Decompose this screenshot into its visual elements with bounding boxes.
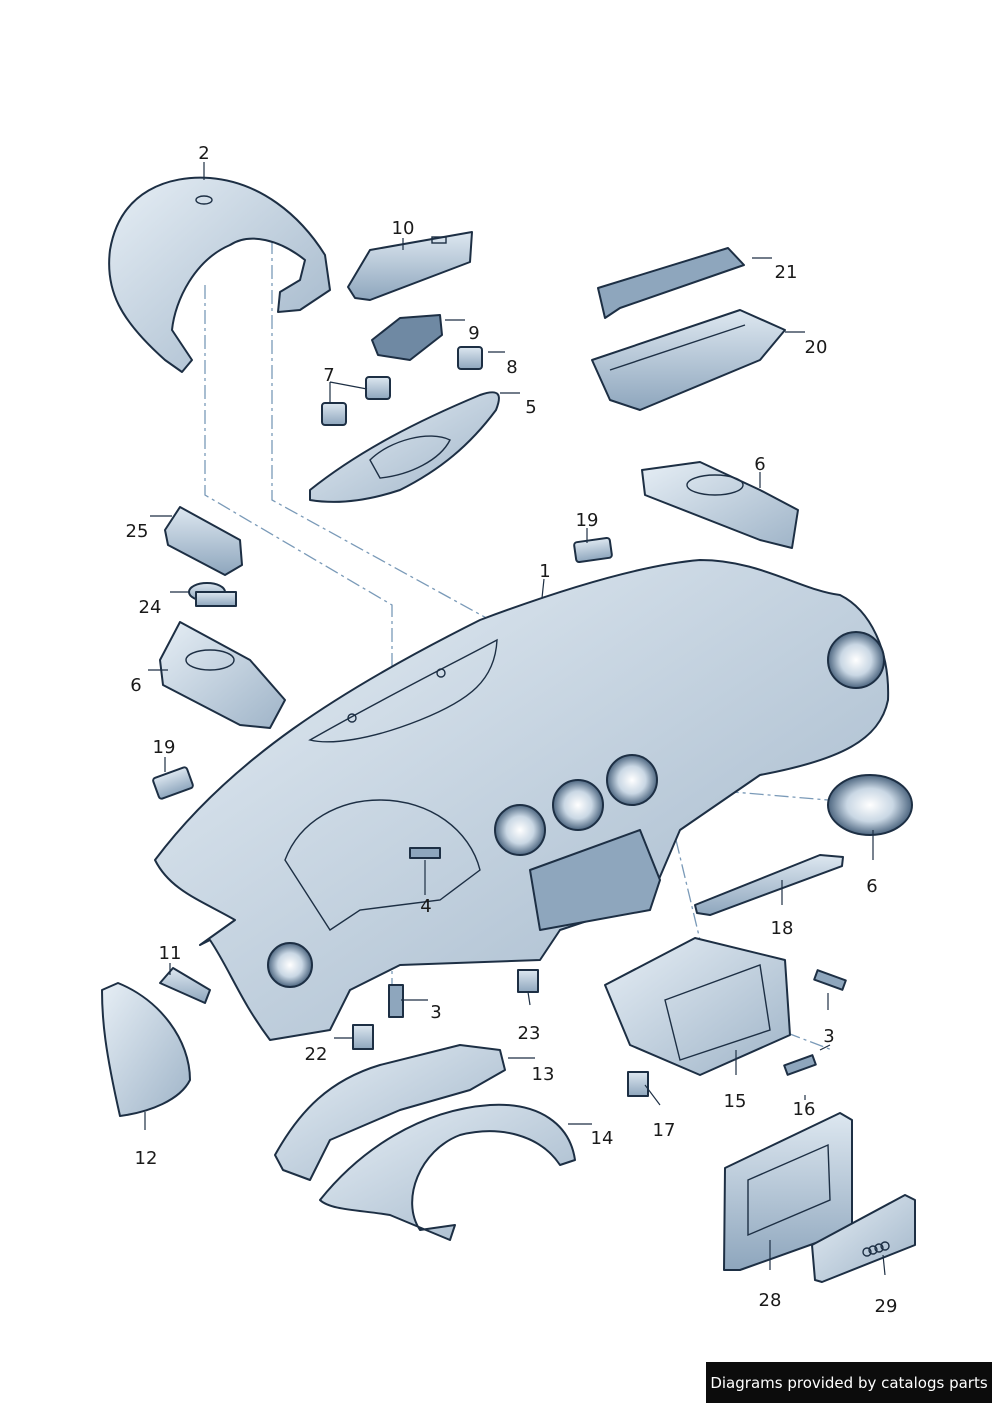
callout-12: 12 [135,1148,158,1169]
part-6-round-vent [827,774,913,836]
credit-text: Diagrams provided by catalogs parts [710,1373,988,1392]
callout-10: 10 [392,218,415,239]
callout-21: 21 [775,262,798,283]
callout-20: 20 [805,337,828,358]
part-small-clips [352,969,649,1097]
callout-8: 8 [506,357,517,378]
callout-9: 9 [468,323,479,344]
callout-6-left-tray: 6 [130,675,141,696]
part-12-side-cover [101,982,191,1117]
callout-28: 28 [759,1290,782,1311]
callout-3-left: 3 [430,1002,441,1023]
callout-15: 15 [724,1091,747,1112]
part-11-switch [159,967,211,1004]
part-15-frame [604,937,791,1076]
callout-19-left: 19 [153,737,176,758]
callout-4: 4 [420,896,431,917]
callout-5: 5 [525,397,536,418]
part-bolts [388,847,847,1076]
part-21-bracket [597,247,745,319]
callout-13: 13 [532,1064,555,1085]
part-24-knob [188,582,237,607]
part-18-rail [694,854,844,916]
part-6-tray-right [641,461,799,549]
part-dashboard [154,559,890,1041]
callout-1: 1 [539,561,550,582]
callout-6-round-vent: 6 [866,876,877,897]
callout-11: 11 [159,943,182,964]
part-cluster-hood [108,176,331,373]
callout-18: 18 [771,918,794,939]
callout-2: 2 [198,143,209,164]
part-9-panel [371,314,443,361]
credit-banner[interactable]: Diagrams provided by catalogs parts [706,1362,992,1403]
callout-17: 17 [653,1120,676,1141]
callout-19-top: 19 [576,510,599,531]
part-29-badge [811,1194,916,1283]
callout-24: 24 [139,597,162,618]
callout-22: 22 [305,1044,328,1065]
part-6-tray-left [159,621,286,729]
part-center-trim [309,391,500,503]
part-14-lower-cover [319,1103,576,1241]
part-switches [321,346,483,426]
callout-6-right-tray: 6 [754,454,765,475]
callout-16: 16 [793,1099,816,1120]
part-19-clips [152,536,613,800]
callout-7: 7 [323,365,334,386]
callout-14: 14 [591,1128,614,1149]
callout-3-right: 3 [823,1026,834,1047]
part-25-cap [164,506,243,576]
leader-lines [144,162,886,1276]
callout-labels: 2 10 9 8 7 5 21 20 6 19 1 25 24 6 19 4 6… [126,143,898,1317]
part-13-lower-bracket [274,1044,506,1181]
part-20-bracket [591,309,786,411]
part-10-cover [347,231,473,301]
callout-29: 29 [875,1296,898,1317]
callout-23: 23 [518,1023,541,1044]
callout-25: 25 [126,521,149,542]
